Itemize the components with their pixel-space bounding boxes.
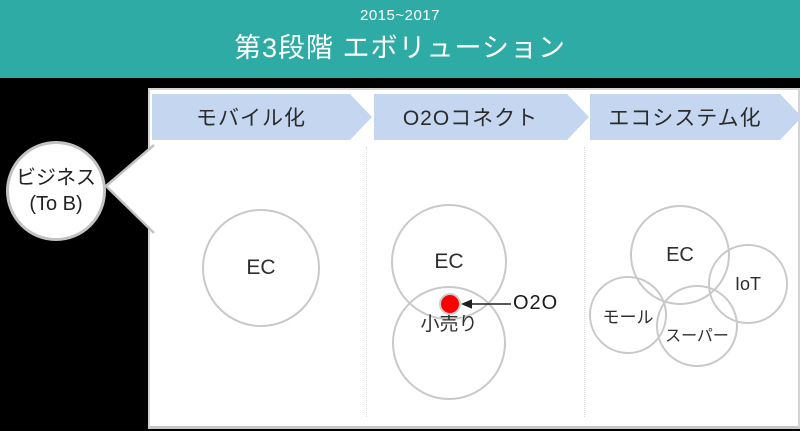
o2o-marker-dot xyxy=(439,293,461,315)
period-label: 2015~2017 xyxy=(360,7,440,24)
column-divider xyxy=(584,147,585,417)
slide-header: 2015~2017 第3段階 エボリューション xyxy=(0,0,800,78)
callout-line2: (To B) xyxy=(29,193,83,215)
circle-label: モール xyxy=(602,307,654,327)
stage-banner-ecosystem: エコシステム化 xyxy=(590,94,800,140)
o2o-label: O2O xyxy=(513,292,559,314)
callout-pointer xyxy=(104,144,155,234)
callout-bubble-business: ビジネス (To B) xyxy=(6,141,106,241)
circle-label: EC xyxy=(246,256,276,279)
callout-line1: ビジネス xyxy=(16,167,96,189)
stage-banner-label: エコシステム化 xyxy=(608,107,762,130)
circle-label: スーパー xyxy=(665,328,729,345)
venn-circle-ec-col1: EC xyxy=(202,209,320,327)
venn-circle-mall: モール xyxy=(589,276,667,354)
column-divider xyxy=(366,147,367,417)
stage-banner-mobile: モバイル化 xyxy=(152,94,372,140)
content-panel: モバイル化 O2Oコネクト エコシステム化 EC EC 小売り O2O EC I… xyxy=(148,88,800,429)
stage-banner-label: モバイル化 xyxy=(196,107,306,130)
circle-label: IoT xyxy=(734,273,761,294)
circle-label: EC xyxy=(666,243,694,266)
arrow-left-icon xyxy=(461,299,511,309)
circle-label: 小売り xyxy=(420,313,478,335)
venn-circle-supermarket: スーパー xyxy=(656,285,738,367)
circle-label: EC xyxy=(434,250,464,273)
venn-circle-retail: 小売り xyxy=(392,286,506,400)
venn-circle-iot: IoT xyxy=(708,244,788,324)
page-title: 第3段階 エボリューション xyxy=(234,33,566,63)
stage-banner-label: O2Oコネクト xyxy=(402,107,539,130)
stage-banner-o2o-connect: O2Oコネクト xyxy=(374,94,589,140)
